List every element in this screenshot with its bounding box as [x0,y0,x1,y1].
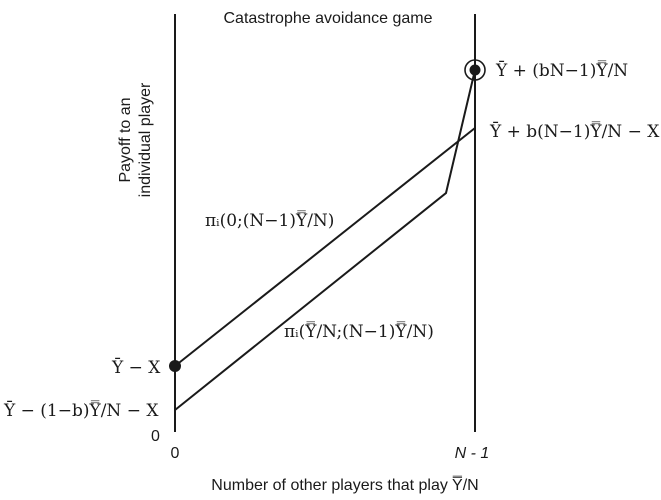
upper-start-point [169,360,181,372]
upper-line-end-label: Ȳ + b(N−1)Y̿/N − X [489,121,660,142]
upper-line-start-label: Ȳ − X [111,357,161,378]
top-right-point-label: Ȳ + (bN−1)Y̿/N [495,60,628,81]
top-right-point [469,64,481,76]
lower-line-name-label: πᵢ(Y̿/N;(N−1)Y̿/N) [284,321,434,342]
x-axis-label: Number of other players that play Y̿/N [211,474,478,494]
lower-payoff-line [174,69,476,411]
x-tick-right: N - 1 [455,445,490,462]
diagram-title: Catastrophe avoidance game [223,10,432,27]
upper-payoff-line [174,127,476,367]
x-tick-left: 0 [171,445,180,462]
y-axis-label-line2: individual player [137,82,154,197]
upper-line-name-label: πᵢ(0;(N−1)Y̿/N) [205,210,334,231]
top-right-point-ring [464,59,486,81]
y-tick-zero: 0 [151,428,160,445]
y-axis-label-line1: Payoff to an [117,97,134,182]
lower-line-start-label: Ȳ − (1−b)Y̿/N − X [3,400,159,421]
